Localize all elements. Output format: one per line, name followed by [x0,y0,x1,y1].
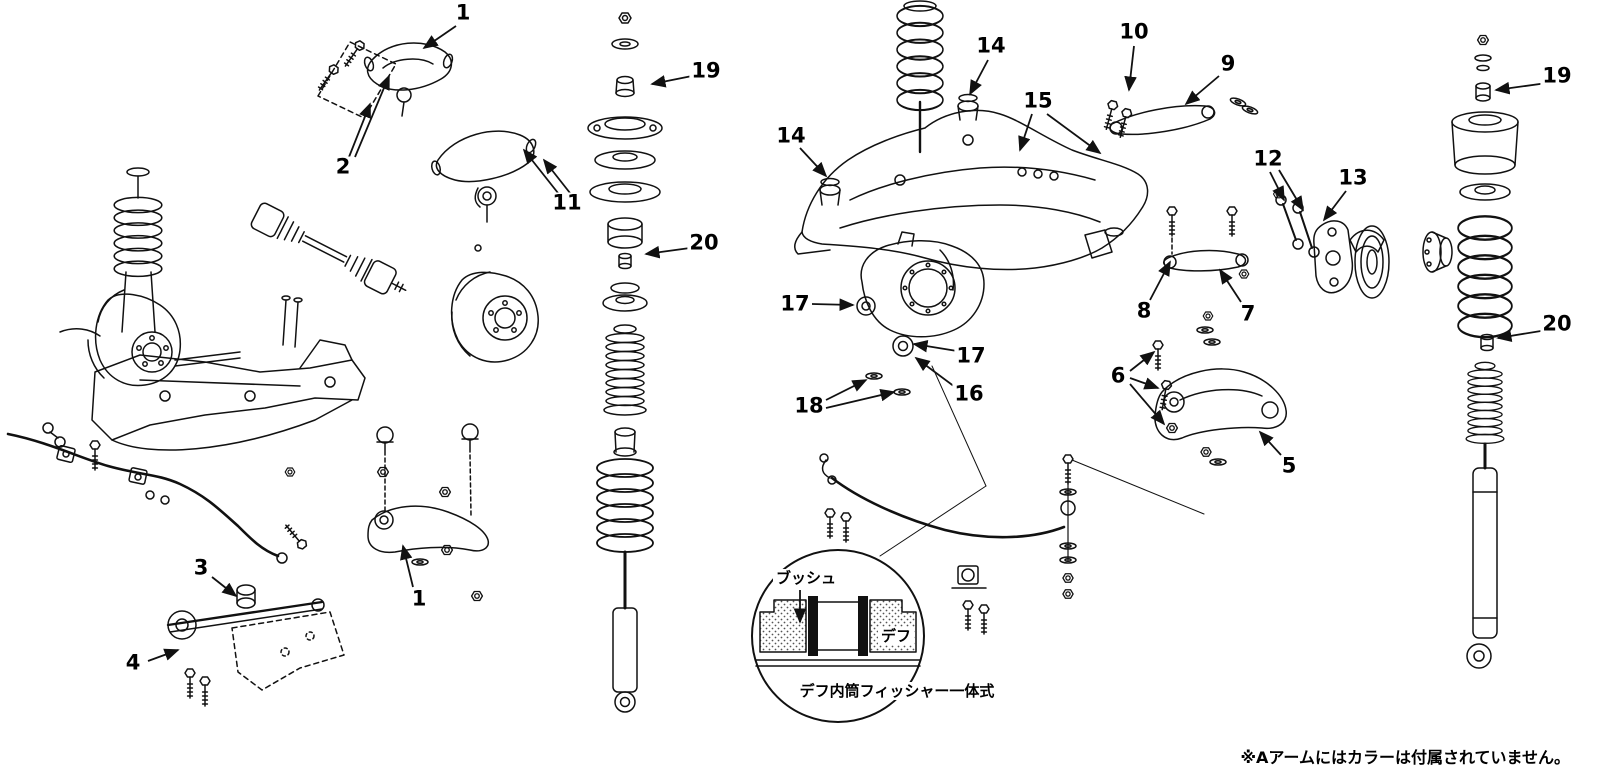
front-lower-arm [284,423,490,602]
inset-bush-label: ブッシュ [772,569,840,587]
callout-front-upper-control-arm: 1 [453,0,473,25]
differential [856,231,1205,557]
front-stabilizer-bar [6,422,310,564]
callout-rear-strut-collar: 20 [1540,311,1574,336]
callout-front-compression-rod: 3 [191,555,211,580]
callout-diff-washers: 18 [792,393,826,418]
callout-front-strut-collar: 20 [687,230,721,255]
callout-rear-lower-arm-bolts: 6 [1108,363,1128,388]
callout-rear-strut-bump-stopper: 19 [1540,63,1574,88]
rear-upper-link [1100,95,1260,140]
front-upper-arm [314,38,454,119]
callout-subframe-bushing-left: 14 [774,123,808,148]
front-subframe [91,295,366,451]
callout-rear-lower-arm: 5 [1279,453,1299,478]
footnote-a-arm-note: ※Aアームにはカラーは付属されていません。 [1240,748,1570,767]
front-upper-arm-2 [430,130,539,363]
callout-front-strut-bump-stopper: 19 [689,58,723,83]
callout-compression-rod-bushing: 4 [123,650,143,675]
front-strut-knuckle [59,167,241,387]
rear-strut-top [896,0,944,154]
callout-subframe-bushing-right: 14 [974,33,1008,58]
rear-stabilizer-bar [819,453,1077,635]
rear-subframe [794,93,1149,271]
callout-front-lower-arm: 1 [409,586,429,611]
callout-rear-link-bolt: 8 [1134,298,1154,323]
callout-diff-mount-bushing: 16 [952,381,986,406]
cv-axle [250,202,407,295]
callout-diff-companion-flange: 17 [954,343,988,368]
callout-rear-subframe: 15 [1021,88,1055,113]
inset-diff-label: デフ [877,627,915,645]
rear-lower-arm [1152,311,1287,466]
rear-knuckle-brake [1272,189,1453,299]
callout-rear-knuckle: 13 [1336,165,1370,190]
callout-front-upper-arm-knuckle: 11 [550,190,584,215]
callout-rear-upper-link: 9 [1218,51,1238,76]
rear-strut-parts-column [1451,34,1519,669]
callout-rear-toe-links: 12 [1251,146,1285,171]
callout-rear-arm-bolts: 10 [1117,19,1151,44]
compression-rod [166,584,345,707]
callout-front-upper-arm-bolts: 2 [333,154,353,179]
callout-rear-lateral-link: 7 [1238,301,1258,326]
inset-caption: デフ内筒フィッシャー一体式 [796,682,998,700]
callout-diff-side-flange: 17 [778,291,812,316]
rear-lateral-link [1163,206,1250,279]
front-strut-parts-column [587,12,663,713]
leader-arrows [147,25,1548,662]
